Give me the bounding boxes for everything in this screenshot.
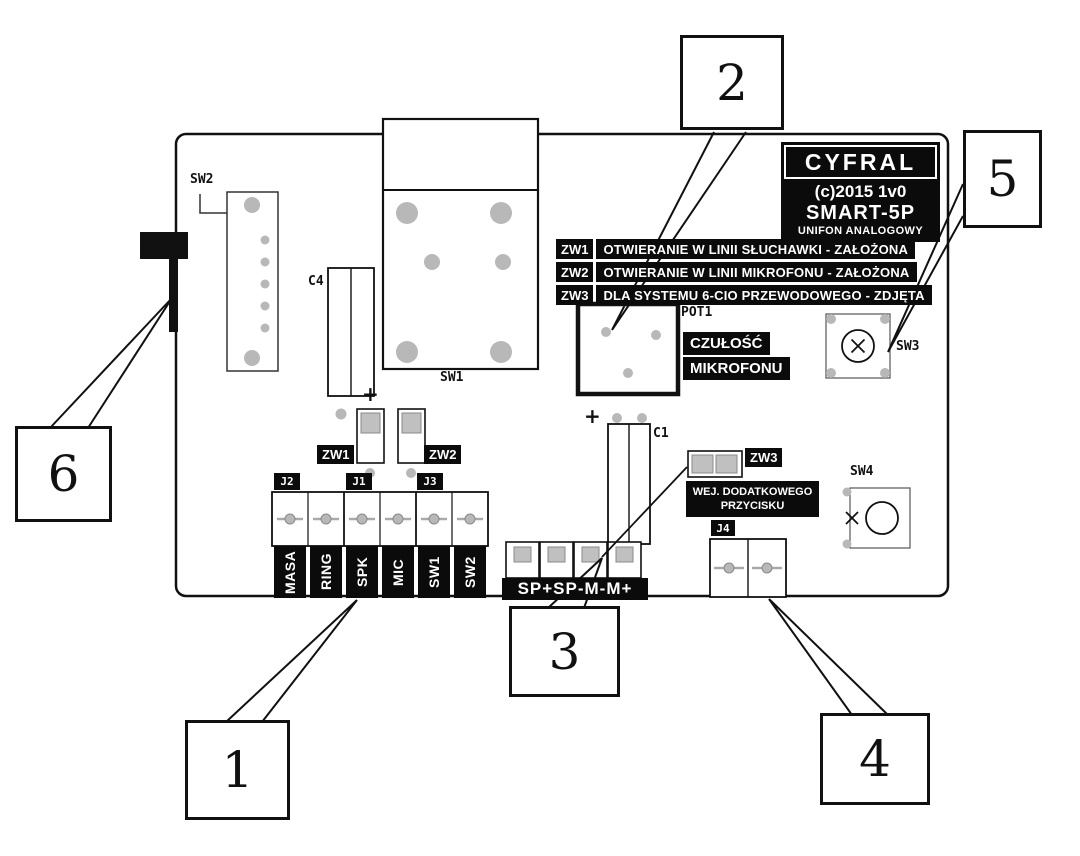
sw1-ref-label: SW1 — [440, 370, 464, 385]
callout-3: 3 — [509, 606, 620, 697]
jumper-legend-row: ZW2 OTWIERANIE W LINII MIKROFONU - ZAŁOŻ… — [556, 262, 917, 282]
zw3-tag: ZW3 — [745, 448, 783, 467]
terminal-spk: SPK — [346, 546, 378, 598]
jumper-id-zw2: ZW2 — [556, 262, 594, 282]
terminal-ring: RING — [310, 546, 342, 598]
leader-4-j4 — [768, 598, 889, 716]
hook-lever — [140, 232, 188, 332]
sp-terminal-labels: SP+SP-M-M+ — [502, 578, 648, 600]
aux-button-box: WEJ. DODATKOWEGO PRZYCISKU — [686, 481, 819, 517]
zw2-jumper — [397, 408, 426, 478]
j4-connector — [709, 538, 787, 598]
zw2-tag: ZW2 — [424, 445, 462, 464]
jumper-legend-row: ZW3 DLA SYSTEMU 6-CIO PRZEWODOWEGO - ZDJ… — [556, 285, 932, 305]
c1-plus-mark: + — [584, 404, 601, 428]
manufacturer-block: CYFRAL (c)2015 1v0 SMART-5P UNIFON ANALO… — [781, 142, 940, 242]
sw3-ref-label: SW3 — [896, 339, 920, 354]
jumper-desc-zw3: DLA SYSTEMU 6-CIO PRZEWODOWEGO - ZDJĘTA — [596, 285, 932, 305]
sp-mic-terminals — [505, 541, 642, 579]
callout-1: 1 — [185, 720, 290, 820]
jumper-id-zw1: ZW1 — [556, 239, 594, 259]
leader-3-zw3 — [601, 466, 688, 558]
jumper-desc-zw1: OTWIERANIE W LINII SŁUCHAWKI - ZAŁOŻONA — [596, 239, 916, 259]
zw1-tag: ZW1 — [317, 445, 355, 464]
callout-2: 2 — [680, 35, 784, 130]
mic-sensitivity-line2: MIKROFONU — [683, 357, 790, 380]
c1-capacitor — [607, 413, 651, 545]
pot1-potentiometer — [575, 301, 681, 397]
c1-ref-label: C1 — [653, 426, 669, 441]
device-type: UNIFON ANALOGOWY — [797, 225, 924, 237]
sw3-button — [825, 313, 891, 379]
jumper-desc-zw2: OTWIERANIE W LINII MIKROFONU - ZAŁOŻONA — [596, 262, 917, 282]
aux-button-line2: PRZYCISKU — [720, 500, 785, 512]
callout-5: 5 — [963, 130, 1042, 228]
zw3-jumper — [687, 450, 743, 478]
c4-plus-mark: + — [362, 382, 379, 406]
copyright-version: (c)2015 1v0 — [814, 182, 907, 201]
cross-mark — [850, 338, 866, 354]
terminal-sw1: SW1 — [418, 546, 450, 598]
terminal-block — [271, 491, 489, 547]
sw1-speaker — [381, 117, 540, 371]
callout-4: 4 — [820, 713, 930, 805]
model-name: SMART-5P — [805, 202, 916, 224]
jumper-id-zw3: ZW3 — [556, 285, 594, 305]
j3-tag: J3 — [417, 473, 443, 490]
pot1-ref-label: POT1 — [681, 305, 713, 320]
leader-1-spk — [225, 599, 358, 723]
terminal-masa: MASA — [274, 546, 306, 598]
brand-logo: CYFRAL — [784, 145, 937, 179]
aux-button-line1: WEJ. DODATKOWEGO — [692, 486, 813, 498]
terminal-mic: MIC — [382, 546, 414, 598]
leader-6-lever — [49, 297, 173, 429]
zw1-jumper — [356, 408, 385, 478]
sw4-button — [842, 487, 911, 549]
terminal-sw2: SW2 — [454, 546, 486, 598]
sw2-connector — [199, 191, 279, 372]
j1-tag: J1 — [346, 473, 372, 490]
cross-mark — [845, 511, 859, 525]
sw4-ref-label: SW4 — [850, 464, 874, 479]
callout-6: 6 — [15, 426, 112, 522]
callout-leader-lines — [49, 131, 964, 723]
j2-tag: J2 — [274, 473, 300, 490]
leader-2-pot1 — [611, 131, 747, 331]
sw2-ref-label: SW2 — [190, 172, 214, 187]
c4-ref-label: C4 — [308, 274, 324, 289]
j4-tag: J4 — [711, 520, 735, 536]
jumper-legend-row: ZW1 OTWIERANIE W LINII SŁUCHAWKI - ZAŁOŻ… — [556, 239, 916, 259]
mic-sensitivity-line1: CZUŁOŚĆ — [683, 332, 770, 355]
